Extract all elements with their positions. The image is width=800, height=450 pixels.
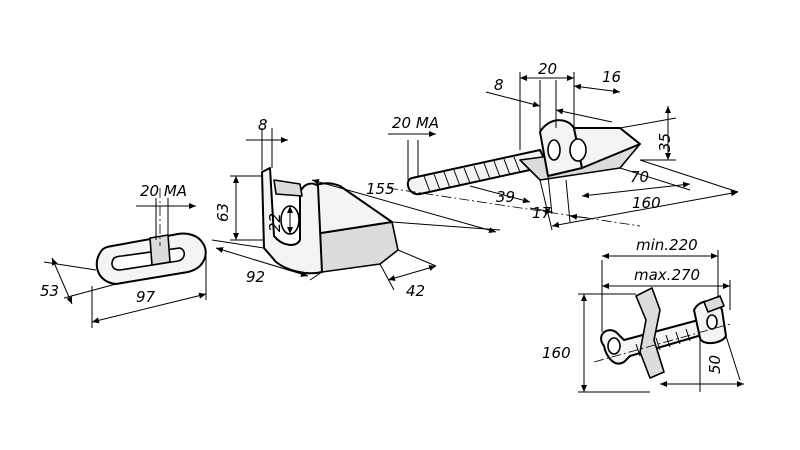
- hinge-d4-label: 70: [630, 168, 649, 186]
- bolt-d2-label: 17: [532, 204, 552, 222]
- hinge-height-label: 35: [656, 133, 674, 152]
- loop-dimensions: 20 MA 53 97: [40, 182, 207, 328]
- bracket-length-label: 155: [366, 180, 395, 198]
- bracket-hole-label: 22: [266, 213, 284, 232]
- bracket-height-label: 63: [214, 203, 232, 222]
- bracket-width-label: 42: [406, 282, 425, 300]
- bracket-dimensions: 8 63 22 155 92 42: [211, 116, 501, 300]
- loop-thread-label: 20 MA: [140, 182, 187, 200]
- assembly-dimensions: min.220 max.270 160 50: [542, 236, 744, 393]
- loop-part: [95, 188, 207, 285]
- assembly-min-label: min.220: [636, 236, 698, 254]
- assembly-height-label: 160: [542, 344, 571, 362]
- hinge-d2-label: 20: [538, 60, 557, 78]
- loop-width-label: 53: [40, 282, 59, 300]
- hinge-d3-label: 16: [602, 68, 621, 86]
- bolt-thread-label: 20 MA: [392, 114, 439, 132]
- bolt-thread: [423, 156, 521, 193]
- loop-length-label: 97: [136, 288, 156, 306]
- bolt-hinge-part: [387, 119, 641, 227]
- bracket-depth-label: 92: [246, 268, 265, 286]
- bolt-hinge-dimensions: 20 MA 8 20 16 35 39 17 70 160: [388, 60, 739, 231]
- hinge-length-label: 160: [632, 194, 661, 212]
- bolt-d1-label: 39: [496, 188, 515, 206]
- bracket-thickness-label: 8: [258, 116, 268, 134]
- assembly-max-label: max.270: [634, 266, 700, 284]
- assembly-part: [593, 287, 731, 379]
- hinge-d1-label: 8: [494, 76, 504, 94]
- assembly-offset-label: 50: [706, 355, 724, 374]
